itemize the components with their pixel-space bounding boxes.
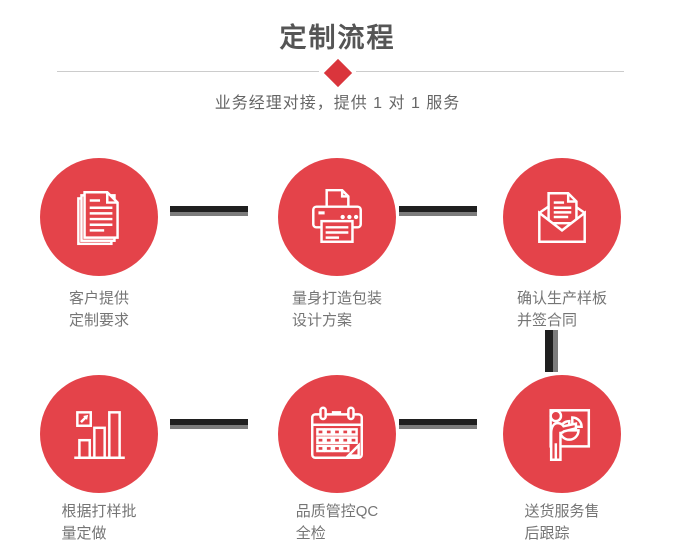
- calendar-icon: [311, 406, 363, 459]
- presenter-icon: [549, 409, 591, 462]
- step-label-4-line2: 量定做: [61, 525, 107, 542]
- step-label-3-line1: 确认生产样板: [516, 290, 607, 307]
- subtitle: 业务经理对接，提供 1 对 1 服务: [214, 95, 461, 112]
- diamond-icon-wrap: [319, 54, 356, 91]
- printer-icon: [312, 188, 362, 243]
- step-circle-3: [503, 158, 621, 276]
- step-label-1: 客户提供 定制要求: [20, 288, 178, 332]
- step-circle-2: [278, 158, 396, 276]
- step-label-2: 量身打造包装 设计方案: [258, 288, 416, 332]
- step-label-2-line1: 量身打造包装: [291, 290, 382, 307]
- envelope-icon: [538, 192, 586, 243]
- connector-row1-b: [399, 206, 477, 216]
- step-circle-1: [40, 158, 158, 276]
- step-circle-6: [503, 375, 621, 493]
- step-label-6-line1: 送货服务售: [524, 503, 600, 520]
- connector-vertical: [545, 330, 558, 372]
- documents-icon: [77, 191, 119, 246]
- step-label-2-line2: 设计方案: [291, 312, 352, 329]
- bar-chart-icon: [74, 411, 125, 459]
- step-label-4: 根据打样批 量定做: [20, 501, 178, 545]
- step-label-6: 送货服务售 后跟踪: [483, 501, 641, 545]
- step-label-1-line1: 客户提供: [68, 290, 129, 307]
- step-label-3-line2: 并签合同: [516, 312, 577, 329]
- step-circle-4: [40, 375, 158, 493]
- diamond-icon: [323, 58, 352, 87]
- connector-row2-a: [170, 419, 248, 429]
- page-title: 定制流程: [279, 23, 396, 53]
- step-label-5-line2: 全检: [295, 525, 326, 542]
- step-label-5-line1: 品质管控QC: [295, 503, 379, 520]
- step-label-6-line2: 后跟踪: [524, 525, 570, 542]
- step-label-3: 确认生产样板 并签合同: [483, 288, 641, 332]
- connector-row1-a: [170, 206, 248, 216]
- connector-row2-b: [399, 419, 477, 429]
- step-label-5: 品质管控QC 全检: [258, 501, 416, 545]
- step-circle-5: [278, 375, 396, 493]
- step-label-4-line1: 根据打样批: [61, 503, 137, 520]
- step-label-1-line2: 定制要求: [68, 312, 129, 329]
